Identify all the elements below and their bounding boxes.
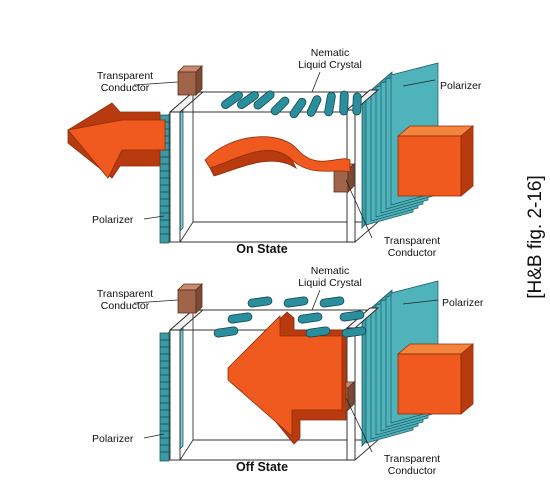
on-conductor-bottom-label-1: Transparent [384, 235, 440, 247]
figure-citation: [H&B fig. 2-16] [525, 175, 547, 299]
off-polarizer-right-label: Polarizer [442, 297, 484, 309]
off-nematic-label-2: Liquid Crystal [298, 277, 362, 289]
on-polarizer-right-label: Polarizer [440, 80, 482, 92]
twisted-light-beam [205, 137, 350, 176]
off-state-panel: Transparent Conductor Nematic Liquid Cry… [92, 265, 484, 477]
off-conductor-bottom-label-2: Conductor [388, 465, 437, 477]
on-nematic-label-2: Liquid Crystal [298, 59, 362, 71]
nematic-crystal-molecules [220, 89, 362, 119]
off-conductor-top-label-1: Transparent [97, 288, 153, 300]
on-conductor-bottom-label-2: Conductor [388, 247, 437, 259]
on-polarizer-left-label: Polarizer [92, 214, 134, 226]
off-state-title: Off State [236, 460, 288, 474]
off-nematic-label-1: Nematic [311, 265, 350, 277]
on-state-panel: Transparent Conductor Nematic Liquid Cry… [68, 47, 482, 259]
off-conductor-top-label-2: Conductor [101, 300, 150, 312]
incoming-light-arrow [68, 103, 165, 178]
on-nematic-label-1: Nematic [311, 47, 350, 59]
on-conductor-top-label-2: Conductor [101, 82, 150, 94]
on-state-title: On State [236, 242, 287, 256]
off-polarizer-left-label: Polarizer [92, 433, 134, 445]
on-conductor-top-label-1: Transparent [97, 70, 153, 82]
off-conductor-bottom-label-1: Transparent [384, 453, 440, 465]
